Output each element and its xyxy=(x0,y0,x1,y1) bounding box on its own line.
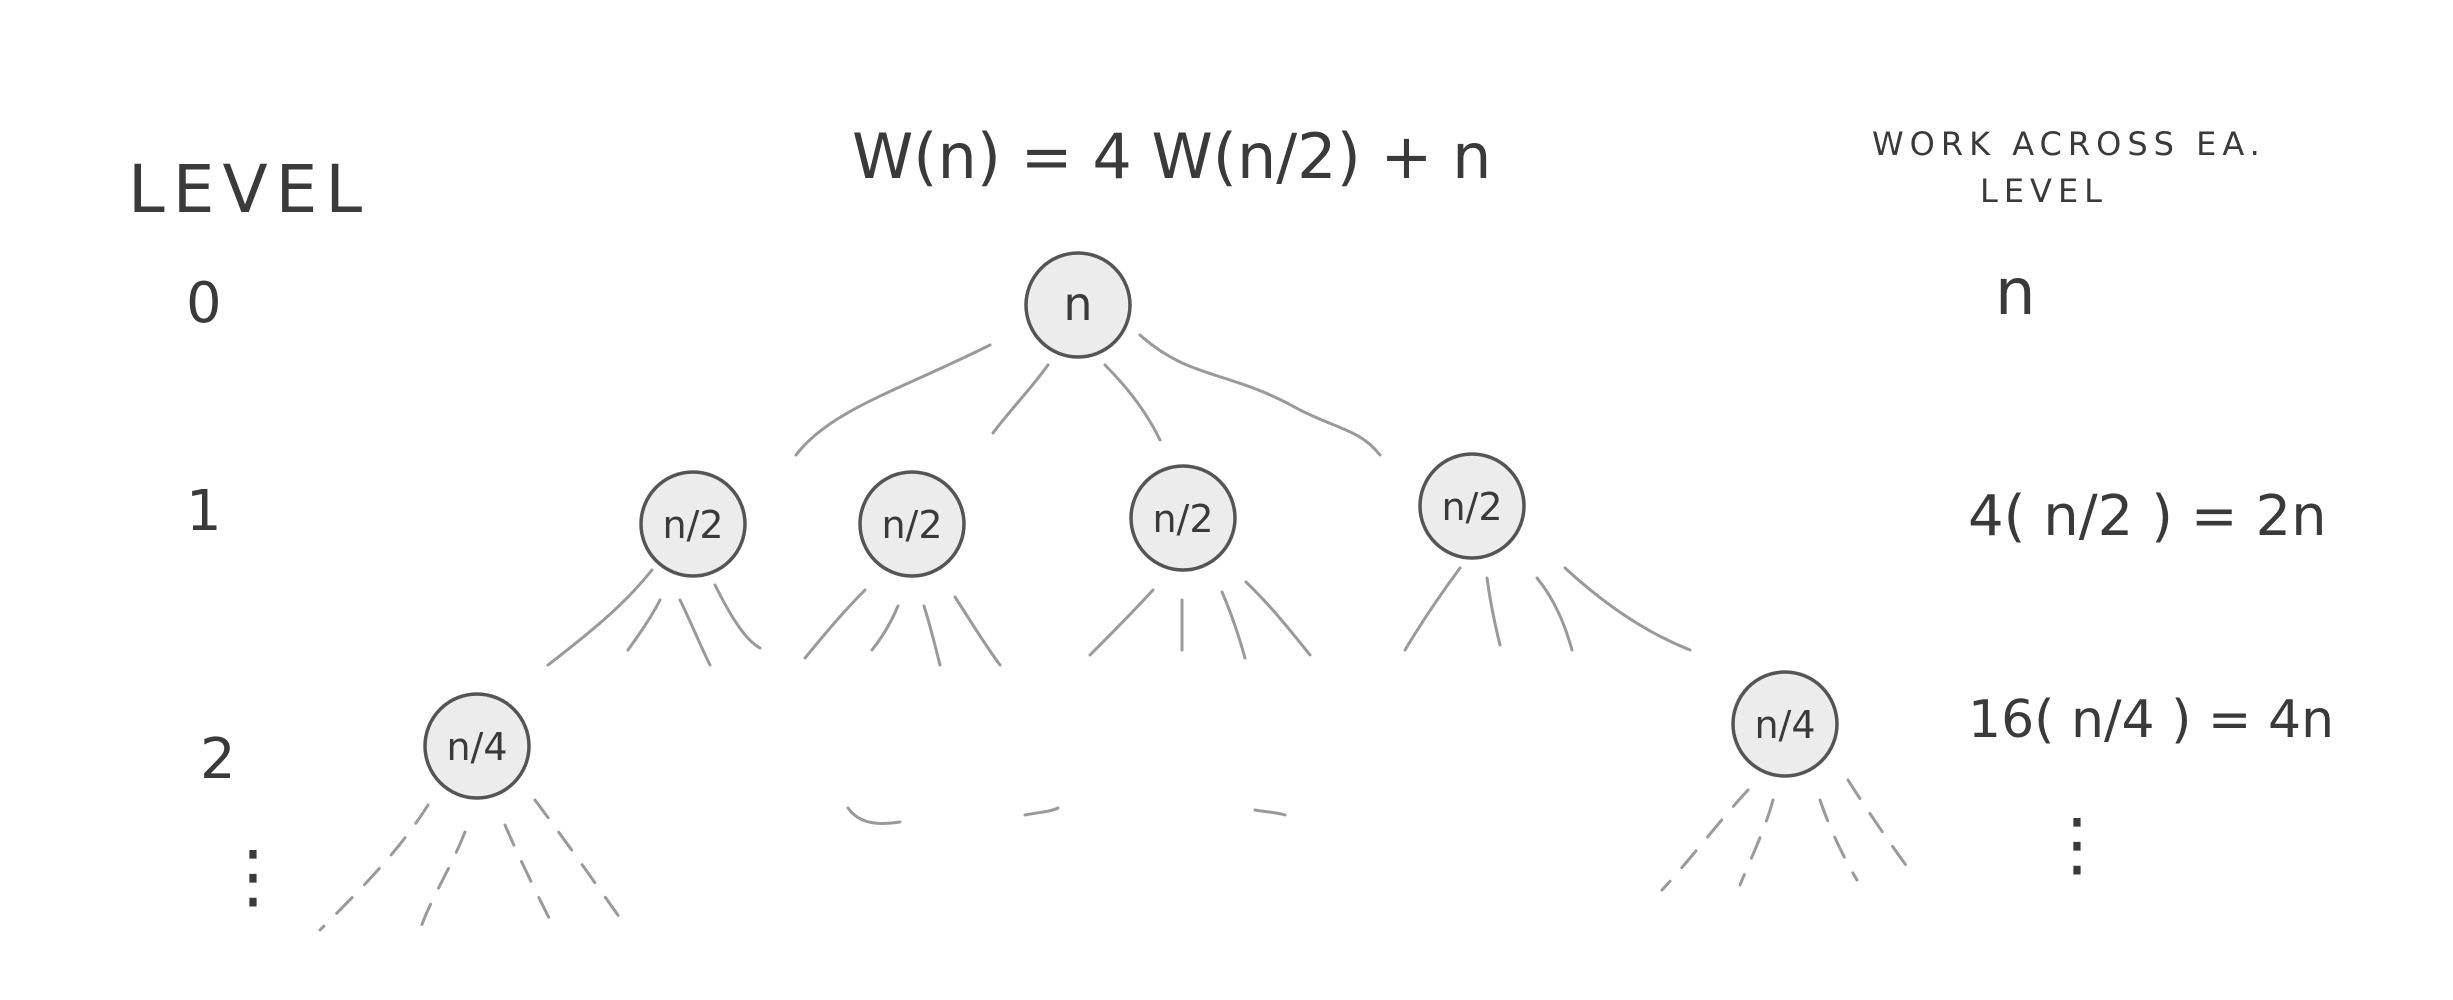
tree-node-root: n xyxy=(1024,251,1132,359)
level-heading: LEVEL xyxy=(128,151,370,228)
continuation-mark xyxy=(1253,808,1287,817)
level-2-label: 2 xyxy=(200,727,236,792)
tree-node-level2: n/4 xyxy=(1731,670,1839,778)
node-label: n/2 xyxy=(1152,497,1213,541)
edge xyxy=(953,595,1002,667)
edges-level-2 xyxy=(318,778,1915,932)
node-label: n/2 xyxy=(881,503,942,547)
tree-node-level2: n/4 xyxy=(423,692,531,800)
edge xyxy=(1220,590,1247,660)
level-1-label: 1 xyxy=(186,479,222,544)
node-label: n/4 xyxy=(1754,703,1815,747)
edge xyxy=(1103,363,1162,442)
edge xyxy=(678,598,712,667)
edge xyxy=(626,598,662,652)
edge xyxy=(1660,788,1750,892)
level-ellipsis: ⋮ xyxy=(218,835,288,917)
tree-node-level1: n/2 xyxy=(639,470,747,578)
edge xyxy=(1138,333,1382,457)
tree-node-level1: n/2 xyxy=(858,470,966,578)
edge xyxy=(803,588,867,660)
edge xyxy=(503,823,557,932)
edge xyxy=(1818,798,1859,882)
edge xyxy=(1485,576,1502,647)
edge xyxy=(991,363,1050,435)
edge xyxy=(1738,798,1775,887)
continuation-mark xyxy=(846,806,902,825)
level-0-work: n xyxy=(1995,256,2036,330)
node-label: n xyxy=(1063,277,1092,331)
level-2-work: 16( n/4 ) = 4n xyxy=(1968,690,2334,750)
node-label: n/2 xyxy=(1441,485,1502,529)
edge xyxy=(922,604,942,667)
work-heading-line2: LEVEL xyxy=(1980,172,2108,210)
edge xyxy=(533,798,627,927)
tree-node-level1: n/2 xyxy=(1418,452,1526,560)
edge xyxy=(1088,588,1155,657)
level-1-work: 4( n/2 ) = 2n xyxy=(1968,484,2327,549)
edge xyxy=(1403,566,1462,652)
edge xyxy=(418,830,467,932)
edge xyxy=(1846,778,1915,877)
node-label: n/4 xyxy=(446,725,507,769)
edge xyxy=(870,604,900,652)
node-label: n/2 xyxy=(662,503,723,547)
edge xyxy=(794,343,992,457)
recurrence-title: W(n) = 4 W(n/2) + n xyxy=(852,120,1491,193)
continuation-mark xyxy=(1023,806,1060,817)
work-ellipsis: ⋮ xyxy=(2042,803,2112,885)
work-heading-line1: WORK ACROSS EA. xyxy=(1872,125,2266,163)
level-0-label: 0 xyxy=(186,271,222,336)
edge xyxy=(1535,576,1574,652)
edges-level-0 xyxy=(794,333,1382,457)
edge xyxy=(1563,566,1692,652)
edge xyxy=(1244,580,1312,657)
edge xyxy=(546,568,654,667)
edge xyxy=(713,583,762,650)
edge xyxy=(318,803,430,932)
edges-level-1 xyxy=(546,566,1692,667)
tree-node-level1: n/2 xyxy=(1129,464,1237,572)
